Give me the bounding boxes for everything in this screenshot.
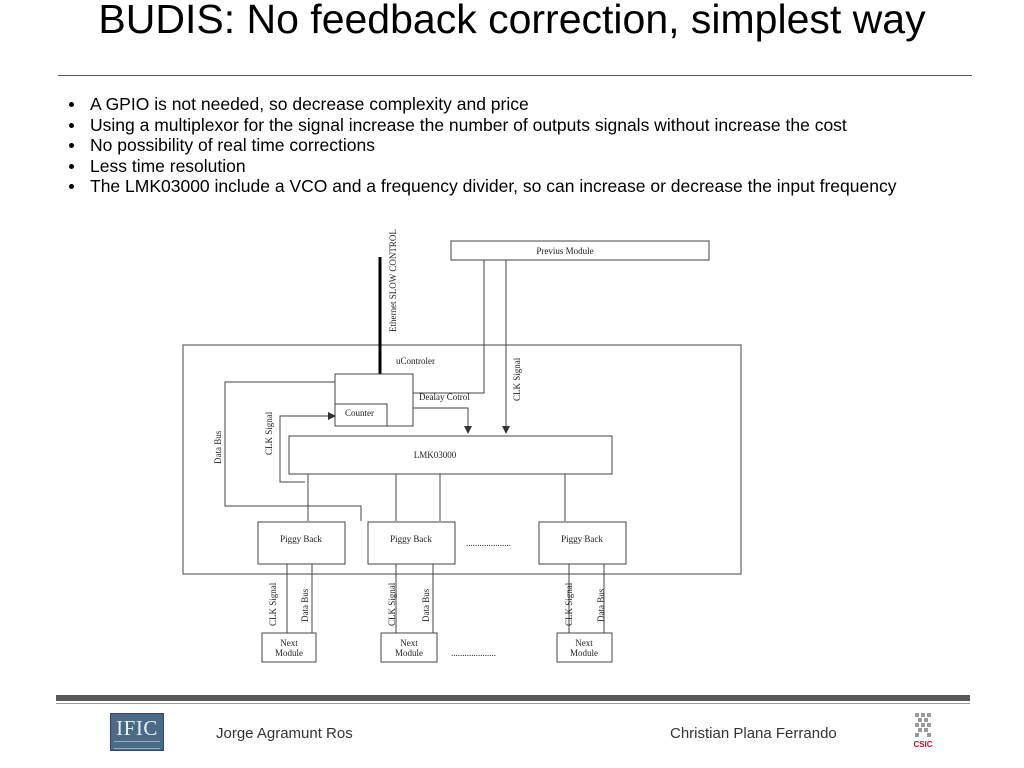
piggy-back-label-2: Piggy Back [390,534,432,544]
lmk03000-box [288,435,613,475]
bullet-item: Less time resolution [68,156,948,177]
delay-to-lmk-line [413,407,472,434]
bullet-item: The LMK03000 include a VCO and a frequen… [68,176,948,197]
bullet-item: A GPIO is not needed, so decrease comple… [68,94,948,115]
piggy-back-box-3 [538,521,627,565]
csic-logo: CSIC [913,713,933,749]
clk-signal-label-top: CLK Signal [512,357,522,401]
next-module-label-3a: Next [575,638,593,648]
data-bus-label-b1: Data Bus [300,588,310,622]
next-module-box-1 [261,632,317,663]
csic-logo-text: CSIC [913,740,932,749]
next-module-label-2b: Module [395,648,423,658]
next-module-label-1b: Module [275,648,303,658]
counter-label: Counter [345,408,374,418]
data-bus-label: Data Bus [213,430,223,464]
ethernet-label: Ethernet SLOW CONTROL [388,229,398,332]
clk-feedback-line [279,412,336,483]
next-module-label-2a: Next [400,638,418,648]
piggy-back-label-3: Piggy Back [561,534,603,544]
piggy-back-box-1 [257,521,346,565]
data-bus-label-b3: Data Bus [596,588,606,622]
clk-signal-label-b1: CLK Signal [268,582,278,626]
ucontroller-label: uControler [396,356,435,366]
ellipsis-middle: .................... [466,538,511,548]
next-module-box-2 [380,632,438,663]
data-bus-label-b2: Data Bus [421,588,431,622]
piggy-back-label-1: Piggy Back [280,534,322,544]
clk-signal-label-left: CLK Signal [264,411,274,455]
footer-divider-thin [56,703,970,704]
author-right: Christian Plana Ferrando [670,725,837,742]
previous-module-label: Previus Module [536,246,593,256]
clk-signal-label-b3: CLK Signal [564,582,574,626]
clk-signal-label-b2: CLK Signal [387,582,397,626]
footer-divider [56,695,970,701]
next-module-box-3 [556,632,613,663]
ellipsis-bottom: .................... [451,648,496,658]
title-divider [58,75,972,76]
ific-logo-text: IFIC [116,716,158,740]
slide-title: BUDIS: No feedback correction, simplest … [98,0,926,42]
piggy-back-box-2 [367,521,456,565]
bullet-item: Using a multiplexor for the signal incre… [68,115,948,136]
next-module-label-3b: Module [570,648,598,658]
author-left: Jorge Agramunt Ros [216,725,353,742]
delay-control-label: Dealay Cotrol [419,392,470,402]
previous-module-box [450,240,710,261]
data-bus-line [224,381,362,521]
next-module-label-1a: Next [280,638,298,648]
bullet-list: A GPIO is not needed, so decrease comple… [68,94,948,197]
bullet-item: No possibility of real time corrections [68,135,948,156]
lmk03000-label: LMK03000 [414,450,457,460]
delay-control-line [413,260,485,394]
ific-logo: IFIC [110,713,164,751]
